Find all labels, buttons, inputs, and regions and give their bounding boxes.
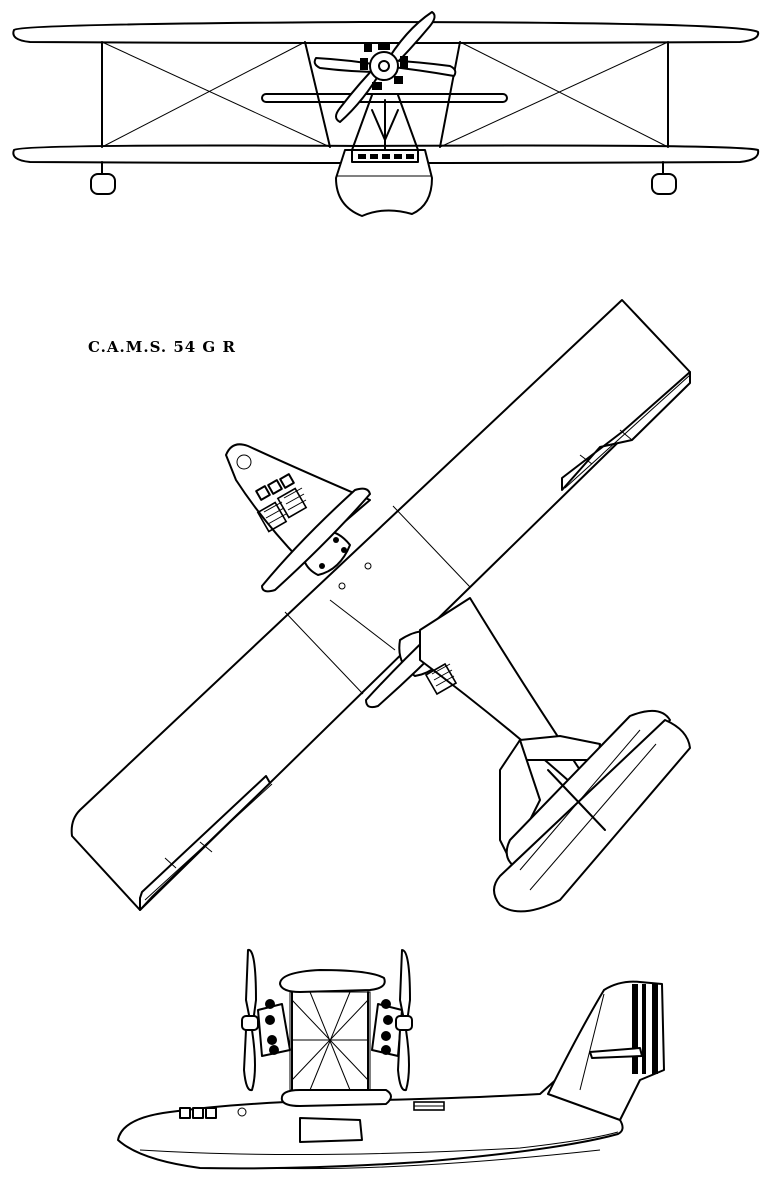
aircraft-designation-label: C.A.M.S. 54 G R [88, 338, 236, 356]
side-propeller-front [241, 949, 259, 1092]
side-upper-wing [279, 969, 386, 993]
front-float-left [90, 161, 116, 195]
side-engine-front [257, 999, 291, 1057]
plan-tailplane [493, 709, 691, 913]
side-view [117, 949, 665, 1170]
side-tail-fin [547, 980, 665, 1121]
front-radial-engine [360, 42, 408, 90]
front-upper-wing [12, 21, 760, 44]
plan-cockpit-windows [255, 473, 308, 533]
plan-front-engine [261, 487, 371, 593]
side-interplane-struts [289, 991, 371, 1091]
front-view [12, 11, 760, 217]
front-propeller [313, 11, 457, 123]
top-view [70, 299, 691, 913]
front-float-right [651, 161, 677, 195]
plan-hull-nose [225, 443, 371, 561]
side-cockpit-windows [179, 1107, 247, 1119]
front-bracing-wires [101, 41, 331, 148]
front-hull [335, 149, 433, 217]
side-lower-wing [280, 1089, 392, 1107]
plan-wing [70, 299, 691, 911]
plan-aileron-right [561, 371, 691, 491]
side-propeller-rear [395, 949, 413, 1092]
plan-aileron-left [139, 775, 271, 911]
